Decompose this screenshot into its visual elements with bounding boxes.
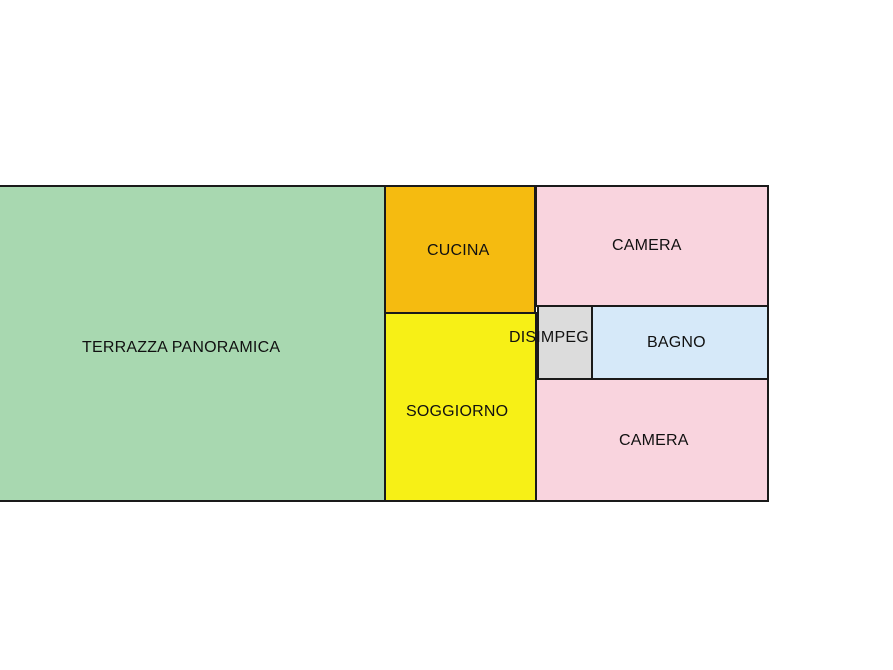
label-camera-bottom: CAMERA xyxy=(619,432,689,449)
label-terrazza-panoramica: TERRAZZA PANORAMICA xyxy=(82,339,281,356)
label-bagno: BAGNO xyxy=(647,334,706,351)
room-cucina xyxy=(384,185,536,314)
room-soggiorno xyxy=(384,312,537,502)
room-camera-bottom xyxy=(535,378,769,502)
label-cucina: CUCINA xyxy=(427,242,490,259)
label-camera-top: CAMERA xyxy=(612,237,682,254)
label-disimpegno: DISIMPEG xyxy=(509,329,589,346)
room-terrazza-panoramica xyxy=(0,185,386,502)
label-soggiorno: SOGGIORNO xyxy=(406,403,509,420)
